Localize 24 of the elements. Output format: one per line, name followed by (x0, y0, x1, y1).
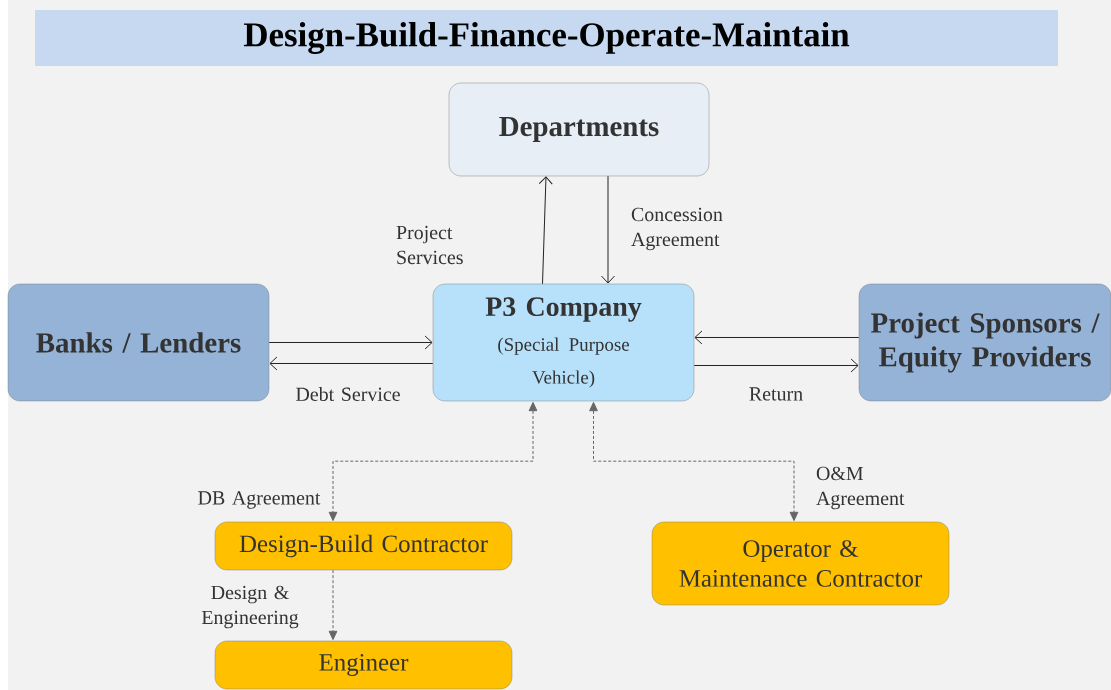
arrow (694, 330, 860, 345)
edge-label: Return (749, 387, 803, 401)
arrow (538, 176, 553, 285)
arrow (328, 401, 538, 522)
edge-label: Design & Engineering (201, 585, 299, 629)
engineer-box: Engineer (214, 640, 513, 690)
arrow (589, 401, 799, 522)
arrow (269, 356, 434, 371)
department-box: Departments (448, 82, 710, 177)
edge-label: Project Services (396, 225, 463, 265)
arrow (693, 358, 859, 373)
arrow (601, 175, 615, 284)
sponsor-box: Project Sponsors / Equity Providers (858, 283, 1111, 402)
edge-label: O&M Agreement (816, 466, 905, 510)
edge-label: DB Agreement (198, 491, 321, 509)
edge-label: Concession Agreement (631, 207, 723, 251)
arrow (268, 335, 433, 350)
arrow (328, 569, 338, 641)
title-band: Design-Build-Finance-Operate-Maintain (35, 10, 1058, 66)
lender-box: Banks / Lenders (7, 283, 270, 402)
edge-label: Debt Service (296, 387, 400, 401)
contractor-box: Operator & Maintenance Contractor (651, 521, 950, 606)
contractor-box: Design-Build Contractor (214, 521, 513, 571)
company-box: P3 Company (Special Purpose Vehicle) (432, 283, 695, 402)
